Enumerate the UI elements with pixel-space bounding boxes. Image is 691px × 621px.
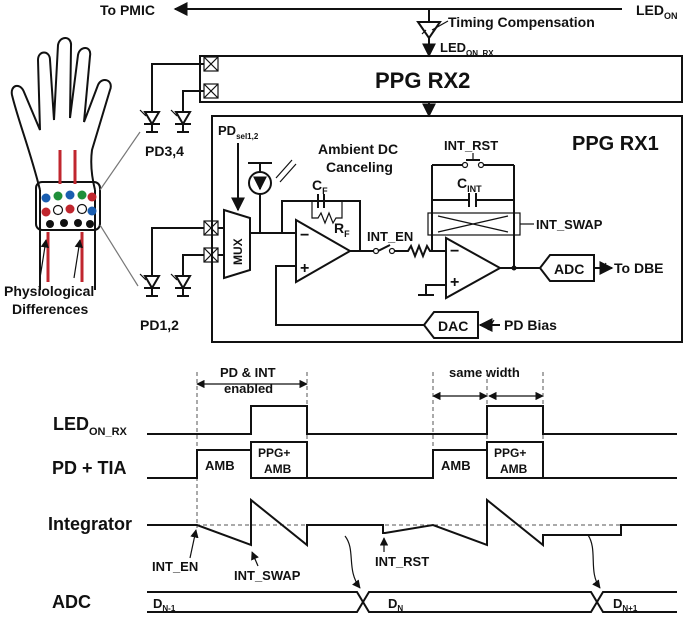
ppg-amb-label-1a: PPG+ xyxy=(258,446,290,460)
canceling-label: Canceling xyxy=(326,159,393,175)
ppg-rx2-label: PPG RX2 xyxy=(375,68,470,93)
d-n-plus-1-label: DN+1 xyxy=(613,596,638,613)
pd-sel-label: PDsel1,2 xyxy=(218,123,259,141)
int-minus: − xyxy=(450,243,459,260)
row-adc-label: ADC xyxy=(52,592,91,612)
pd12-photodiodes: PD1,2 xyxy=(139,227,204,333)
row-led-label: LEDON_RX xyxy=(53,414,128,438)
ambient-dc-label: Ambient DC xyxy=(318,141,398,157)
mux-label: MUX xyxy=(231,238,245,265)
ppg-amb-label-2b: AMB xyxy=(500,462,528,476)
tia-minus: − xyxy=(300,227,309,244)
pd-bias-label: PD Bias xyxy=(504,317,557,333)
led-on-bus: To PMIC LEDON xyxy=(100,2,678,21)
differences-label: Differences xyxy=(12,301,88,317)
ppg-amb-label-2a: PPG+ xyxy=(494,446,526,460)
integrator-amplifier: − + xyxy=(418,165,515,300)
row-integrator-label: Integrator xyxy=(48,514,132,534)
rx2-input-pads xyxy=(203,56,219,99)
pd34-label: PD3,4 xyxy=(145,143,184,159)
tia-amplifier: − + CF RF xyxy=(250,177,424,326)
int-rst-label: INT_RST xyxy=(444,138,498,153)
to-pmic-label: To PMIC xyxy=(100,2,155,18)
row-pd-label: PD + TIA xyxy=(52,458,127,478)
mux-block: MUX xyxy=(223,208,251,280)
dac-block: DAC PD Bias xyxy=(422,311,557,339)
dac-label: DAC xyxy=(438,318,468,334)
same-width-label: same width xyxy=(449,365,520,380)
led-on-rx-label: LEDON_RX xyxy=(440,40,494,58)
int-en-switch: INT_EN xyxy=(350,229,446,259)
physiological-label: Physiological xyxy=(4,283,94,299)
enabled-label: enabled xyxy=(224,381,273,396)
rx1-input-pads xyxy=(203,220,224,263)
amb-label-2: AMB xyxy=(441,458,471,473)
d-n-label: DN xyxy=(388,596,403,613)
adc-label: ADC xyxy=(554,261,584,277)
adc-bus-top xyxy=(147,591,677,613)
adc-bus-bottom xyxy=(147,591,677,613)
ppg-amb-label-1b: AMB xyxy=(264,462,292,476)
cint-capacitor: CINT xyxy=(432,175,514,207)
cf-label: CF xyxy=(312,177,328,196)
int-swap-label: INT_SWAP xyxy=(536,217,603,232)
timing-diagram: PD & INT enabled same width LEDON_RX PD … xyxy=(48,365,677,613)
timing-compensation-buffer: Timing Compensation LEDON_RX xyxy=(416,9,595,58)
d-n-minus-1-label: DN-1 xyxy=(153,596,176,613)
to-dbe-label: To DBE xyxy=(614,260,664,276)
ambient-dc-canceling-source: Ambient DC Canceling xyxy=(248,141,398,233)
timing-compensation-label: Timing Compensation xyxy=(448,14,595,30)
integrator-waveform xyxy=(147,497,677,548)
wristband xyxy=(35,181,101,231)
led-on-label: LEDON xyxy=(636,2,678,21)
int-swap-timing-label: INT_SWAP xyxy=(234,568,301,583)
rf-label: RF xyxy=(334,220,350,239)
int-rst-switch: INT_RST xyxy=(432,138,514,169)
ppg-rx1-label: PPG RX1 xyxy=(572,133,659,155)
cint-label: CINT xyxy=(457,175,482,194)
hand-illustration: Physiological Differences xyxy=(4,37,141,317)
int-rst-timing-label: INT_RST xyxy=(375,554,429,569)
int-plus: + xyxy=(450,274,459,291)
pd-int-label: PD & INT xyxy=(220,365,276,380)
amb-label-1: AMB xyxy=(205,458,235,473)
ppg-rx2-block: PPG RX2 xyxy=(199,55,683,118)
adc-block: ADC To DBE xyxy=(500,254,664,282)
led-waveform xyxy=(147,405,677,435)
int-en-label: INT_EN xyxy=(367,229,413,244)
tia-plus: + xyxy=(300,260,309,277)
pd34-photodiodes: PD3,4 xyxy=(139,63,204,159)
pd-waveform-1 xyxy=(147,449,252,479)
int-swap-block: INT_SWAP xyxy=(427,212,603,236)
int-en-timing-label: INT_EN xyxy=(152,559,198,574)
pd12-label: PD1,2 xyxy=(140,317,179,333)
